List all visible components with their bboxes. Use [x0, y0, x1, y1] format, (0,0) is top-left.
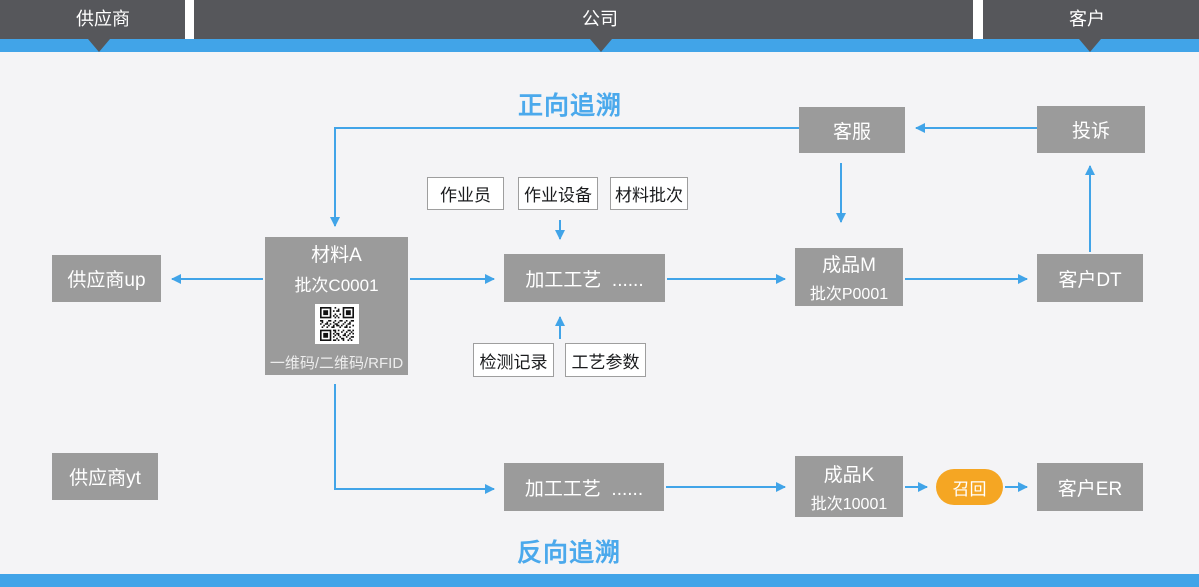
product-m-node: 成品M 批次P0001: [795, 248, 903, 306]
tag-operator-label: 作业员: [440, 186, 491, 205]
tag-operator: 作业员: [427, 177, 504, 210]
lane-pointer-triangle: [88, 39, 110, 52]
supplier-up-label: 供应商up: [67, 270, 146, 291]
customer-service-label: 客服: [832, 121, 871, 143]
lane-supplier: [0, 0, 185, 39]
process-top-label: 加工工艺 ......: [525, 269, 644, 291]
material-a-title: 材料A: [311, 244, 362, 266]
tag-material-batch: 材料批次: [610, 177, 688, 210]
process-bottom-node: 加工工艺 ......: [504, 463, 664, 511]
product-m-batch: 批次P0001: [809, 286, 889, 303]
supplier-up-node: 供应商up: [52, 255, 161, 302]
qr-code-icon: [314, 303, 359, 344]
material-a-code-caption: 一维码/二维码/RFID: [269, 354, 404, 372]
lane-label-customer: 客户: [1069, 9, 1105, 29]
tag-equipment-label: 作业设备: [524, 186, 592, 205]
tag-inspection-record-label: 检测记录: [479, 352, 548, 372]
product-m-title: 成品M: [822, 255, 876, 276]
customer-service-node: 客服: [799, 107, 905, 153]
product-k-batch: 批次10001: [810, 495, 888, 513]
lane-label-supplier: 供应商: [76, 9, 130, 29]
customer-er-node: 客户ER: [1037, 463, 1143, 511]
lane-company: [194, 0, 973, 39]
tag-process-parameter-label: 工艺参数: [571, 352, 640, 372]
lane-pointer-triangle: [590, 39, 612, 52]
process-top-node: 加工工艺 ......: [504, 254, 665, 302]
supplier-yt-label: 供应商yt: [69, 468, 141, 489]
complaint-label: 投诉: [1071, 121, 1110, 142]
process-bottom-label: 加工工艺 ......: [524, 478, 644, 500]
material-a-batch: 批次C0001: [294, 275, 379, 295]
customer-dt-node: 客户DT: [1037, 254, 1143, 302]
customer-dt-label: 客户DT: [1058, 269, 1122, 291]
bottom-accent-bar: [0, 574, 1199, 587]
tag-process-parameter: 工艺参数: [565, 343, 646, 377]
tag-material-batch-label: 材料批次: [615, 186, 683, 205]
tag-inspection-record: 检测记录: [473, 343, 554, 377]
lane-header-bar: 供应商 公司 客户: [0, 0, 1199, 39]
tag-equipment: 作业设备: [518, 177, 598, 210]
lane-customer: [983, 0, 1199, 39]
lane-label-company: 公司: [582, 9, 618, 29]
material-a-node: 材料A 批次C0001 一维码/二维码/RFID: [265, 237, 408, 375]
lane-pointer-triangle: [1079, 39, 1101, 52]
customer-er-label: 客户ER: [1057, 478, 1123, 500]
product-k-title: 成品K: [823, 464, 875, 486]
complaint-node: 投诉: [1037, 106, 1145, 153]
recall-badge: 召回: [936, 469, 1003, 505]
supplier-yt-node: 供应商yt: [52, 453, 158, 500]
forward-trace-title: 正向追溯: [517, 92, 622, 120]
recall-label: 召回: [952, 479, 987, 499]
product-k-node: 成品K 批次10001: [795, 456, 903, 517]
backward-trace-title: 反向追溯: [516, 539, 621, 567]
